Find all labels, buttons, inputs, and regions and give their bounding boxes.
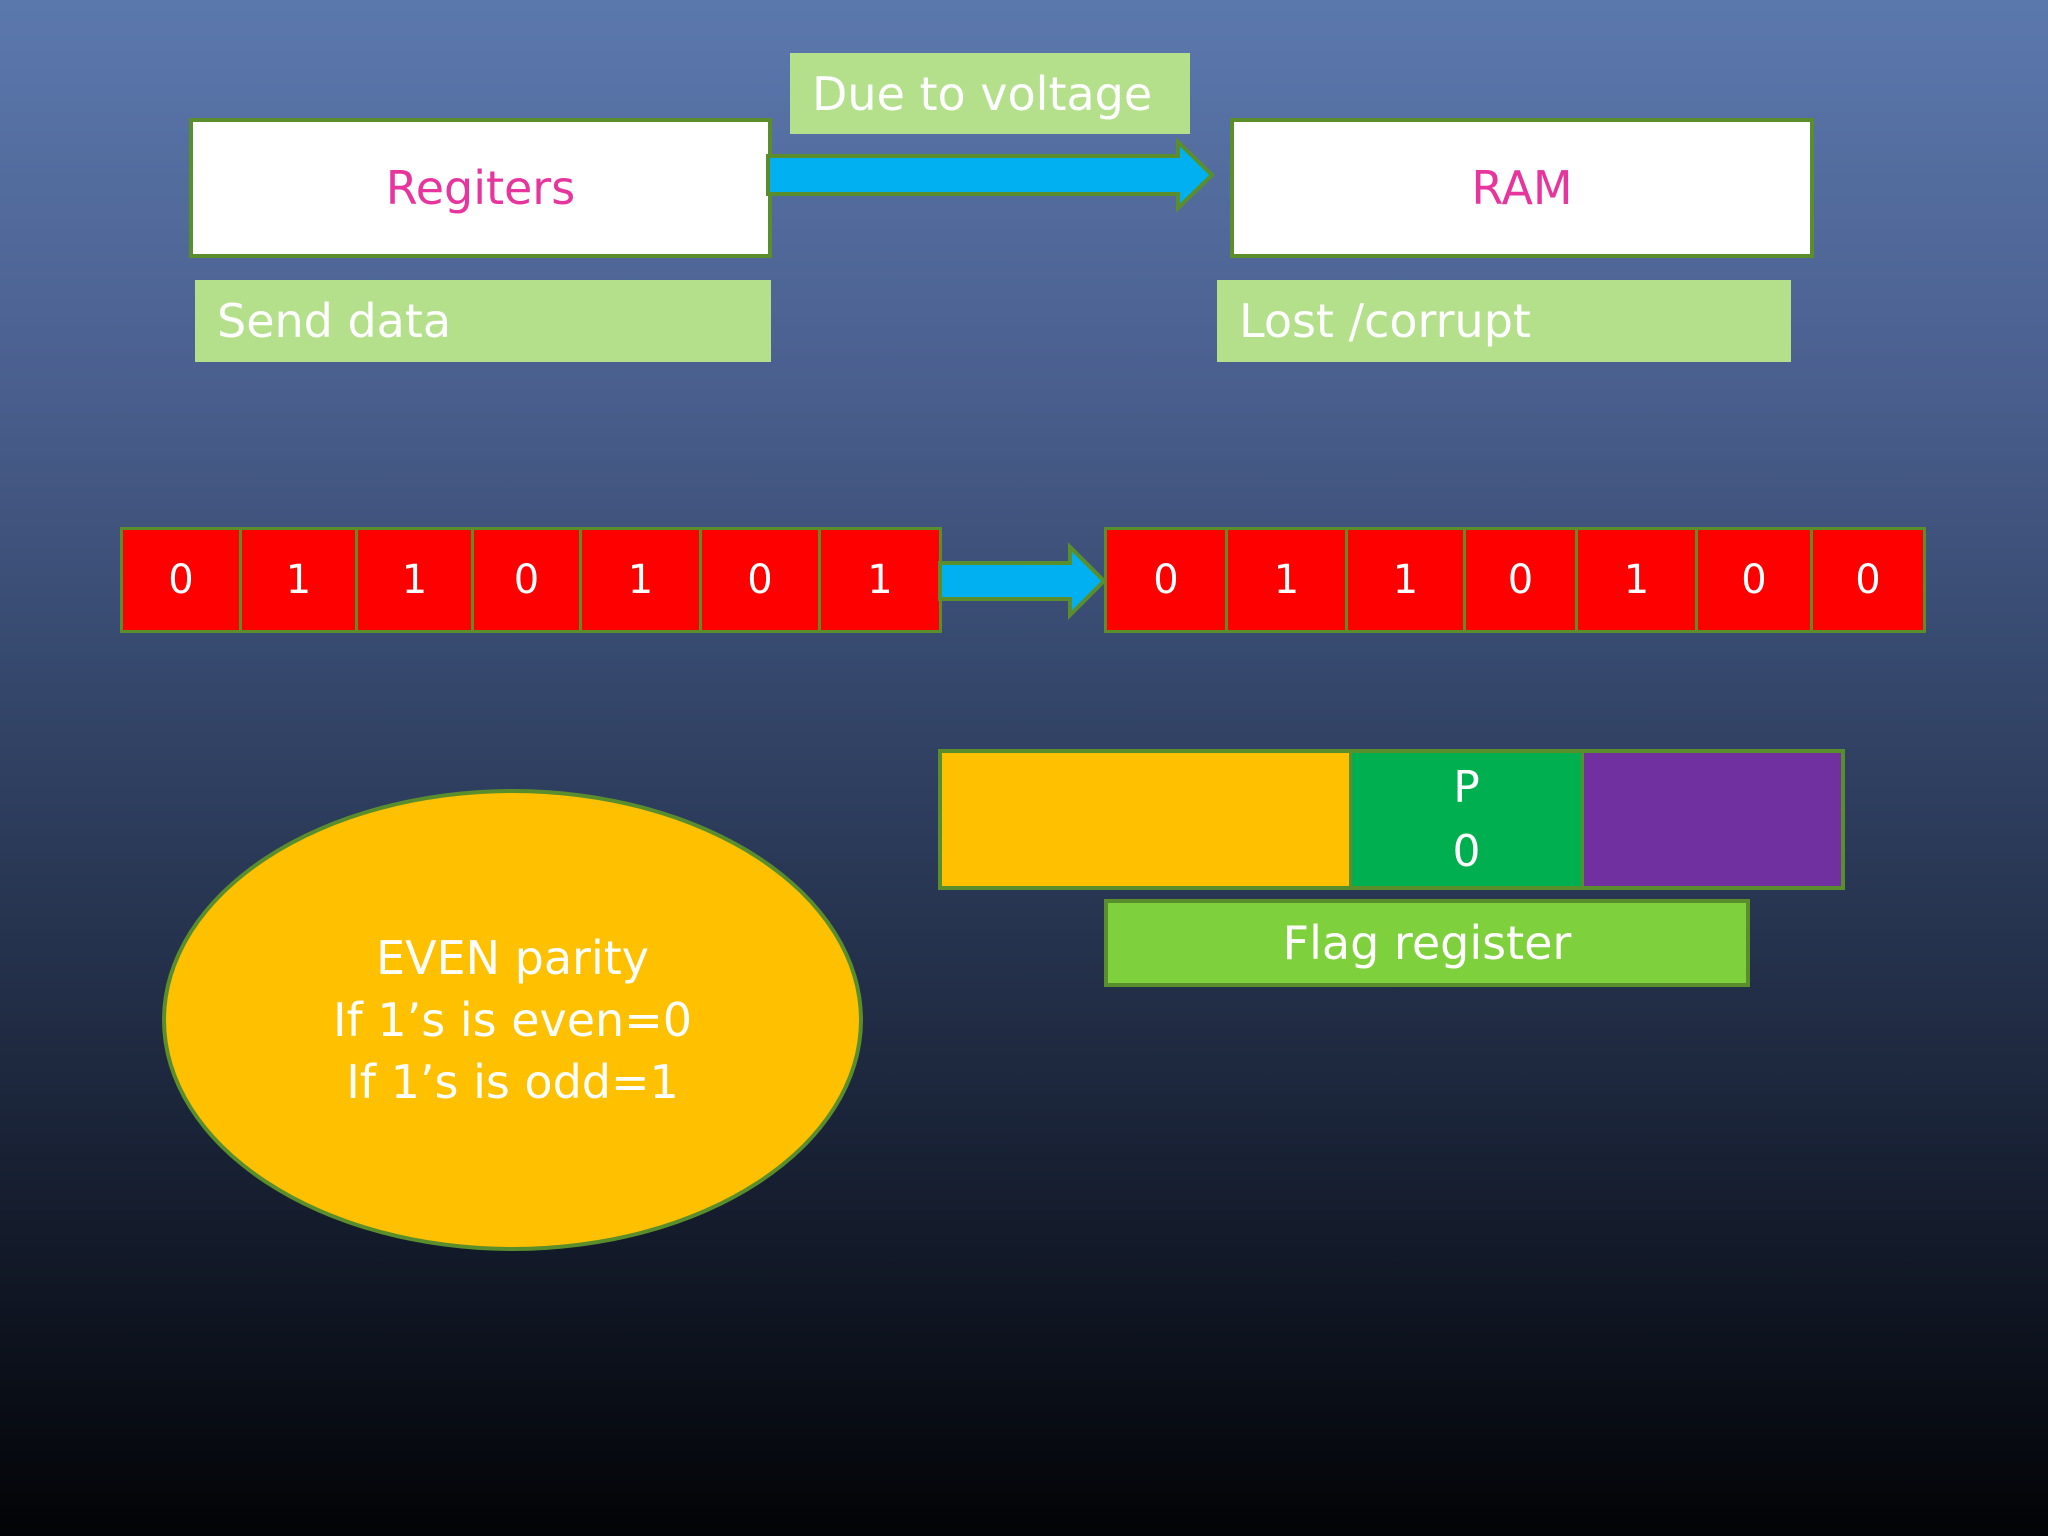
- received-bit-cell: 0: [1698, 530, 1813, 630]
- parity-flag-segment: P 0: [1349, 753, 1584, 886]
- arrow-label-due-to-voltage: Due to voltage: [790, 53, 1190, 134]
- sent-bit-cell: 1: [821, 530, 939, 630]
- received-bit-cell: 0: [1466, 530, 1578, 630]
- flag-register-label: Flag register: [1104, 899, 1750, 987]
- received-bit-cell: 0: [1813, 530, 1923, 630]
- received-bit-row: 0 1 1 0 1 0 0: [1104, 527, 1926, 633]
- flag-segment-right: [1584, 753, 1841, 886]
- send-data-note: Send data: [195, 280, 771, 362]
- sent-bit-cell: 1: [582, 530, 702, 630]
- arrow-label-text: Due to voltage: [812, 66, 1153, 121]
- parity-flag-value: 0: [1452, 825, 1481, 877]
- sent-bit-cell: 1: [358, 530, 474, 630]
- ram-box: RAM: [1230, 118, 1814, 258]
- received-bit-cell: 1: [1348, 530, 1466, 630]
- parity-flag-label: P: [1453, 761, 1480, 813]
- even-parity-ellipse: EVEN parity If 1’s is even=0 If 1’s is o…: [162, 789, 863, 1251]
- parity-rule-odd: If 1’s is odd=1: [346, 1055, 679, 1109]
- send-data-text: Send data: [217, 294, 452, 348]
- sent-bit-row: 0 1 1 0 1 0 1: [120, 527, 942, 633]
- flag-segment-left: [942, 753, 1349, 886]
- registers-label: Regiters: [385, 161, 576, 215]
- flag-register-text: Flag register: [1282, 916, 1572, 970]
- sent-bit-cell: 0: [123, 530, 242, 630]
- sent-bit-cell: 0: [474, 530, 582, 630]
- bit-transfer-arrow: [938, 542, 1107, 620]
- parity-rule-even: If 1’s is even=0: [332, 993, 692, 1047]
- sent-bit-cell: 1: [242, 530, 358, 630]
- lost-corrupt-text: Lost /corrupt: [1239, 294, 1531, 348]
- registers-box: Regiters: [189, 118, 772, 258]
- received-bit-cell: 1: [1228, 530, 1348, 630]
- received-bit-cell: 0: [1107, 530, 1228, 630]
- sent-bit-cell: 0: [702, 530, 821, 630]
- parity-rule-title: EVEN parity: [376, 931, 649, 985]
- received-bit-cell: 1: [1578, 530, 1698, 630]
- transfer-arrow: [766, 137, 1215, 213]
- ram-label: RAM: [1471, 161, 1573, 215]
- lost-corrupt-note: Lost /corrupt: [1217, 280, 1791, 362]
- flag-register-bar: P 0: [938, 749, 1845, 890]
